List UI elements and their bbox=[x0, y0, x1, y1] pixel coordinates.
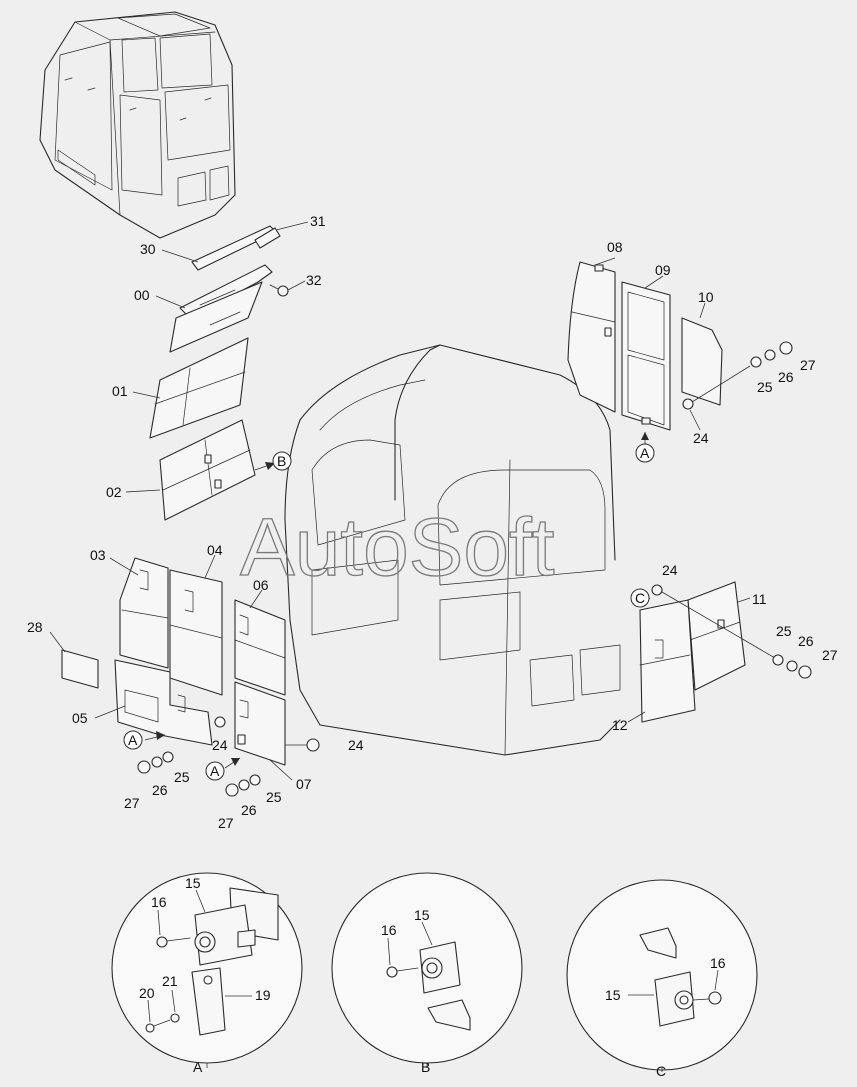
detail-a-callout-19: 19 bbox=[255, 987, 271, 1003]
panel-05 bbox=[114, 659, 213, 746]
callout-09: 09 bbox=[655, 262, 671, 278]
callout-24-panel07: 24 bbox=[348, 737, 364, 753]
detail-view-c: 16 15 C bbox=[566, 879, 758, 1079]
detail-b-callout-16: 16 bbox=[381, 922, 397, 938]
callout-32: 32 bbox=[306, 272, 322, 288]
panel-12 bbox=[639, 599, 696, 723]
panel-09 bbox=[621, 281, 671, 431]
bolt-32 bbox=[269, 284, 289, 297]
view-marker-a-right: A bbox=[640, 445, 650, 461]
leader-lines bbox=[49, 221, 751, 781]
hardware-right-mid bbox=[651, 584, 812, 679]
view-marker-a-left-1: A bbox=[128, 732, 138, 748]
callout-06: 06 bbox=[253, 577, 269, 593]
detail-a-callout-21: 21 bbox=[162, 973, 178, 989]
callout-11: 11 bbox=[752, 591, 767, 607]
panel-30-strip bbox=[191, 225, 277, 271]
callout-02: 02 bbox=[106, 484, 122, 500]
callout-30: 30 bbox=[140, 241, 156, 257]
watermark-text: AutoSoft bbox=[240, 502, 555, 593]
callout-01: 01 bbox=[112, 383, 128, 399]
detail-a-callout-15: 15 bbox=[185, 875, 201, 891]
panel-02 bbox=[159, 419, 256, 521]
detail-a-title: A bbox=[193, 1059, 203, 1075]
callout-27-right-top: 27 bbox=[800, 357, 816, 373]
panel-06 bbox=[234, 599, 286, 696]
callout-05: 05 bbox=[72, 710, 88, 726]
callout-24-right-mid: 24 bbox=[662, 562, 678, 578]
panel-03 bbox=[119, 557, 169, 669]
callout-25-right-top: 25 bbox=[757, 379, 773, 395]
view-marker-b: B bbox=[277, 453, 286, 469]
view-marker-c: C bbox=[635, 590, 645, 606]
hardware-left-lower bbox=[137, 716, 320, 797]
callout-24-left: 24 bbox=[212, 737, 228, 753]
cab-main-outline bbox=[284, 344, 621, 756]
callout-04: 04 bbox=[207, 542, 223, 558]
callout-10: 10 bbox=[698, 289, 714, 305]
panel-01 bbox=[149, 337, 249, 439]
panel-10 bbox=[681, 317, 723, 410]
callout-31: 31 bbox=[310, 213, 326, 229]
callout-27-right-mid: 27 bbox=[822, 647, 838, 663]
detail-a-callout-20: 20 bbox=[139, 985, 155, 1001]
callout-25-lower: 25 bbox=[266, 789, 282, 805]
callout-27-left: 27 bbox=[124, 795, 140, 811]
panel-28 bbox=[61, 649, 99, 689]
callout-28: 28 bbox=[27, 619, 43, 635]
detail-view-b: 15 16 B bbox=[331, 872, 523, 1075]
callout-26-lower: 26 bbox=[241, 802, 257, 818]
panel-31 bbox=[254, 227, 281, 249]
callout-12: 12 bbox=[612, 717, 628, 733]
detail-c-callout-15: 15 bbox=[605, 987, 621, 1003]
detail-view-a: 15 16 19 20 21 A bbox=[111, 872, 303, 1075]
panel-04 bbox=[169, 569, 223, 696]
callout-labels: 30 31 00 32 01 02 03 04 05 06 07 08 09 1… bbox=[27, 213, 838, 831]
view-markers: B A C A A bbox=[123, 443, 655, 781]
callout-25-right-mid: 25 bbox=[776, 623, 792, 639]
detail-a-callout-16: 16 bbox=[151, 894, 167, 910]
callout-26-left: 26 bbox=[152, 782, 168, 798]
panel-08 bbox=[567, 261, 616, 413]
detail-b-callout-15: 15 bbox=[414, 907, 430, 923]
callout-26-right-top: 26 bbox=[778, 369, 794, 385]
panel-11 bbox=[687, 581, 746, 691]
callout-03: 03 bbox=[90, 547, 106, 563]
callout-08: 08 bbox=[607, 239, 623, 255]
detail-c-callout-16: 16 bbox=[710, 955, 726, 971]
callout-26-right-mid: 26 bbox=[798, 633, 814, 649]
detail-b-title: B bbox=[421, 1059, 430, 1075]
callout-25-left: 25 bbox=[174, 769, 190, 785]
detail-c-title: C bbox=[656, 1063, 666, 1079]
callout-24-right-top: 24 bbox=[693, 430, 709, 446]
callout-07: 07 bbox=[296, 776, 312, 792]
callout-27-lower: 27 bbox=[218, 815, 234, 831]
panel-07 bbox=[234, 681, 286, 766]
hardware-right-top bbox=[691, 341, 793, 403]
panel-00 bbox=[169, 264, 273, 353]
callout-00: 00 bbox=[134, 287, 150, 303]
cab-thumbnail bbox=[39, 11, 236, 239]
view-marker-a-left-2: A bbox=[210, 763, 220, 779]
